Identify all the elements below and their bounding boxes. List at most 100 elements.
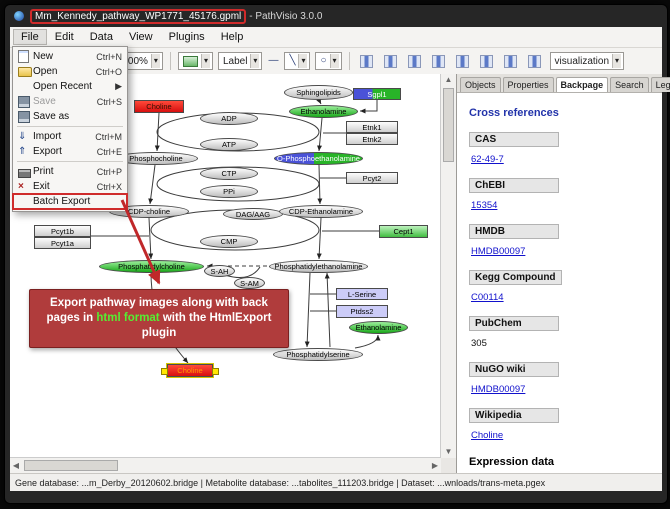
align-top-glyph: [456, 55, 469, 68]
pathway-node-etnk1[interactable]: Etnk1: [346, 121, 398, 133]
pathway-node-dag-aag[interactable]: DAG/AAG: [223, 208, 283, 220]
pathway-node-o-phosphoethanolamine[interactable]: O-Phosphoethanolamine: [274, 152, 363, 165]
file-menu-item-save[interactable]: SaveCtrl+S: [13, 94, 127, 109]
exit-icon: ×: [18, 181, 33, 192]
common-height-icon[interactable]: [525, 51, 545, 71]
pathway-node-choline-top[interactable]: Choline: [134, 100, 184, 113]
scroll-down-icon[interactable]: ▼: [441, 446, 456, 458]
align-center-vertical-icon[interactable]: [381, 51, 401, 71]
toolbar-separator: [349, 52, 350, 70]
side-panel: ObjectsPropertiesBackpageSearchLegend Cr…: [457, 74, 662, 473]
xref-value-chebi[interactable]: 15354: [471, 200, 497, 211]
window-title-filename: Mm_Kennedy_pathway_WP1771_45176.gpml: [30, 9, 246, 24]
chevron-down-icon[interactable]: ▾: [151, 54, 160, 68]
pathway-node-sphingolipids[interactable]: Sphingolipids: [284, 85, 353, 100]
scroll-up-icon[interactable]: ▲: [441, 74, 456, 86]
horizontal-scroll-thumb[interactable]: [24, 460, 118, 471]
visualization-dropdown[interactable]: visualization ▾: [550, 52, 625, 70]
pathway-node-cept1[interactable]: Cept1: [379, 225, 428, 238]
file-menu-item-import[interactable]: ⇓ImportCtrl+M: [13, 129, 127, 144]
pathway-node-phosphatidylserine[interactable]: Phosphatidylserine: [273, 348, 363, 361]
pathway-node-pcyt1b[interactable]: Pcyt1b: [34, 225, 91, 237]
tab-backpage[interactable]: Backpage: [556, 77, 609, 92]
side-panel-tabs: ObjectsPropertiesBackpageSearchLegend: [457, 74, 662, 93]
file-menu-item-open-recent[interactable]: Open Recent▶: [13, 79, 127, 94]
file-menu-item-print[interactable]: PrintCtrl+P: [13, 164, 127, 179]
file-menu-item-exit[interactable]: ×ExitCtrl+X: [13, 179, 127, 194]
align-bottom-icon[interactable]: [477, 51, 497, 71]
pathway-node-pcyt1a[interactable]: Pcyt1a: [34, 237, 91, 249]
xref-value-cas[interactable]: 62-49-7: [471, 154, 504, 165]
chevron-down-icon[interactable]: ▾: [298, 54, 307, 68]
pathway-node-l-serine[interactable]: L-Serine: [336, 288, 388, 300]
align-center-horizontal-glyph: [360, 55, 373, 68]
pathway-node-ppi[interactable]: PPi: [200, 185, 258, 198]
common-width-icon[interactable]: [501, 51, 521, 71]
xref-value-hmdb[interactable]: HMDB00097: [471, 246, 525, 257]
menubar-item-data[interactable]: Data: [82, 29, 121, 45]
align-center-horizontal-icon[interactable]: [357, 51, 377, 71]
chevron-down-icon[interactable]: ▾: [612, 54, 621, 68]
xref-value-nugo-wiki[interactable]: HMDB00097: [471, 384, 525, 395]
connector-dropdown[interactable]: ╲ ▾: [284, 52, 310, 70]
scroll-left-icon[interactable]: ◀: [10, 461, 22, 470]
file-menu-item-new[interactable]: NewCtrl+N: [13, 49, 127, 64]
pathway-node-s-ah[interactable]: S-AH: [204, 265, 235, 277]
tab-objects[interactable]: Objects: [460, 77, 501, 92]
menubar-item-file[interactable]: File: [13, 29, 47, 45]
menubar-item-view[interactable]: View: [121, 29, 161, 45]
shapes-dropdown[interactable]: ○ ▾: [315, 52, 341, 70]
file-menu-label: Save: [33, 96, 89, 107]
file-menu-item-save-as[interactable]: Save as: [13, 109, 127, 124]
datanode-dropdown[interactable]: ▾: [178, 52, 213, 70]
tab-search[interactable]: Search: [610, 77, 649, 92]
pathway-node-ptdss2[interactable]: Ptdss2: [336, 305, 388, 318]
tab-properties[interactable]: Properties: [503, 77, 554, 92]
pathway-node-atp[interactable]: ATP: [200, 138, 258, 151]
pathway-node-s-am[interactable]: S-AM: [234, 277, 265, 289]
align-top-icon[interactable]: [453, 51, 473, 71]
align-left-icon[interactable]: [405, 51, 425, 71]
scroll-right-icon[interactable]: ▶: [429, 461, 441, 470]
diagonal-line-icon: ╲: [289, 56, 295, 66]
menubar-item-edit[interactable]: Edit: [47, 29, 82, 45]
cross-references-heading: Cross references: [469, 107, 650, 119]
pathway-node-ethanolamine-top[interactable]: Ethanolamine: [289, 105, 358, 118]
xref-header-chebi: ChEBI: [469, 178, 559, 193]
chevron-down-icon[interactable]: ▾: [250, 54, 259, 68]
pathway-node-sgpl1[interactable]: Sgpl1: [353, 88, 401, 100]
pathway-node-pcyt2[interactable]: Pcyt2: [346, 172, 398, 184]
line-tool-icon[interactable]: —: [267, 51, 279, 71]
menubar-item-help[interactable]: Help: [213, 29, 252, 45]
canvas-horizontal-scrollbar[interactable]: ◀ ▶: [10, 457, 441, 473]
pathway-node-adp[interactable]: ADP: [200, 112, 258, 125]
align-right-icon[interactable]: [429, 51, 449, 71]
vertical-scroll-thumb[interactable]: [443, 88, 454, 162]
xref-value-kegg-compound[interactable]: C00114: [471, 292, 504, 303]
file-menu-item-batch-export[interactable]: Batch Export: [13, 194, 127, 209]
label-dropdown[interactable]: Label ▾: [218, 52, 262, 70]
pathway-node-ethanolamine-bottom[interactable]: Ethanolamine: [349, 321, 408, 334]
xref-value-wikipedia[interactable]: Choline: [471, 430, 503, 441]
pathway-node-phosphatidylcholine[interactable]: Phosphatidylcholine: [99, 260, 204, 273]
tab-legend[interactable]: Legend: [651, 77, 670, 92]
chevron-down-icon[interactable]: ▾: [201, 54, 210, 68]
pathway-node-cmp[interactable]: CMP: [200, 235, 258, 248]
align-left-glyph: [408, 55, 421, 68]
pathway-node-etnk2[interactable]: Etnk2: [346, 133, 398, 145]
pathway-node-choline-bottom[interactable]: Choline: [167, 364, 213, 377]
align-right-glyph: [432, 55, 445, 68]
titlebar[interactable]: Mm_Kennedy_pathway_WP1771_45176.gpml - P…: [5, 5, 667, 27]
menubar-item-plugins[interactable]: Plugins: [161, 29, 213, 45]
file-menu-label: Print: [33, 166, 89, 177]
canvas-vertical-scrollbar[interactable]: ▲ ▼: [440, 74, 456, 458]
menubar: FileEditDataViewPluginsHelp: [10, 27, 662, 48]
toolbar-separator: [170, 52, 171, 70]
pathway-node-cdp-ethanolamine[interactable]: CDP-Ethanolamine: [279, 205, 363, 218]
pathway-node-phosphatidylethanolamine[interactable]: Phosphatidylethanolamine: [269, 260, 368, 273]
chevron-down-icon[interactable]: ▾: [330, 54, 339, 68]
cross-references-list: CAS62-49-7ChEBI15354HMDBHMDB00097Kegg Co…: [469, 132, 650, 441]
file-menu-item-open[interactable]: OpenCtrl+O: [13, 64, 127, 79]
pathway-node-ctp[interactable]: CTP: [200, 167, 258, 180]
file-menu-item-export[interactable]: ⇑ExportCtrl+E: [13, 144, 127, 159]
